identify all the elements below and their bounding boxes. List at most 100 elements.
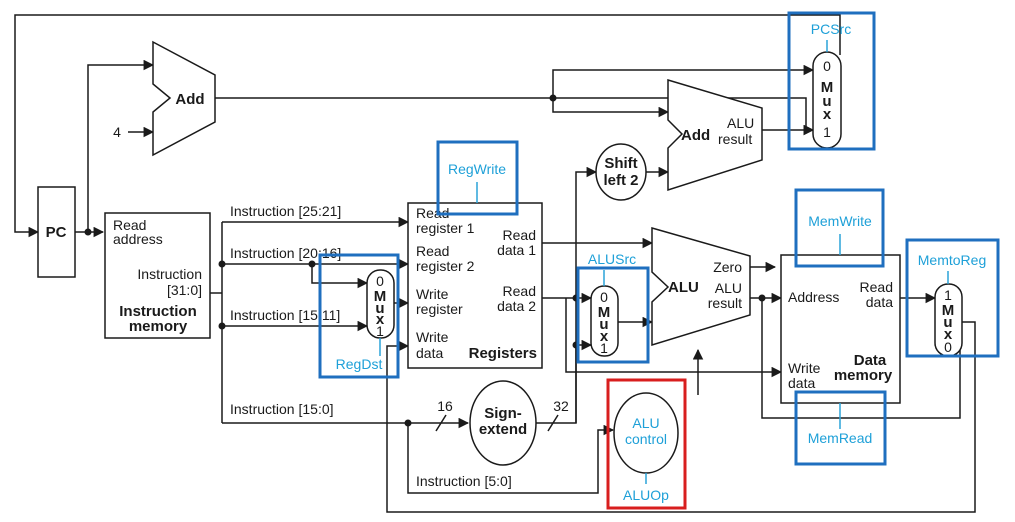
main-alu: ALU Zero ALU result — [651, 227, 751, 347]
reg-read-reg2-1: Read — [416, 243, 449, 259]
pc-register: PC — [37, 186, 76, 278]
reg-read-data2-1: Read — [503, 283, 536, 299]
field-funct: Instruction [5:0] — [416, 473, 512, 489]
mux-letter-x: x — [600, 328, 609, 345]
junction-dot — [218, 322, 226, 330]
alu-result-2: result — [708, 295, 742, 311]
reg-name: Registers — [469, 345, 537, 362]
reg-read-reg1-1: Read — [416, 205, 449, 221]
regwrite-highlight — [436, 140, 519, 216]
imem-name-2: memory — [129, 318, 188, 335]
mux-letter-x: x — [823, 106, 832, 123]
wire-signext-to-alusrc — [536, 339, 593, 424]
memtoreg-mux: 1 M u x 0 — [934, 283, 963, 357]
mux-letter-m: M — [374, 288, 387, 305]
dmem-name-1: Data — [854, 352, 887, 369]
imem-read-1: Read — [113, 217, 146, 233]
branch-adder-label: Add — [681, 127, 710, 144]
pcsrc-mux: 0 M u x 1 — [812, 51, 842, 149]
signext-in-width: 16 — [437, 398, 453, 414]
dmem-write-2: data — [788, 375, 815, 391]
wire-pc4-to-mux — [552, 64, 815, 98]
field-imm: Instruction [15:0] — [230, 401, 334, 417]
dmem-write-1: Write — [788, 360, 821, 376]
memtoreg-highlight — [905, 238, 1000, 358]
reg-write-reg-2: register — [416, 301, 463, 317]
junctions — [84, 94, 766, 427]
imem-instr-2: [31:0] — [167, 282, 202, 298]
control-signals: PCSrc RegWrite RegDst ALUSrc MemWrite Me… — [318, 11, 1000, 510]
junction-dot — [218, 260, 226, 268]
wire-alu-result-bypass — [761, 298, 961, 419]
mux-input-1: 1 — [376, 323, 384, 339]
wire-write-data-mem — [565, 298, 783, 378]
shift-line-2: left 2 — [603, 172, 638, 189]
constant-4: 4 — [113, 124, 121, 140]
mux-input-1: 1 — [823, 124, 831, 140]
alu-control-line-1: ALU — [632, 415, 659, 431]
dmem-address: Address — [788, 289, 839, 305]
instruction-fields: Instruction [25:21] Instruction [20:16] … — [230, 203, 512, 489]
pc-adder: Add 4 — [113, 40, 216, 157]
memtoreg-label: MemtoReg — [918, 252, 986, 268]
mux-input-1: 1 — [600, 340, 608, 356]
reg-read-data1-1: Read — [503, 227, 536, 243]
junction-dot — [758, 294, 766, 302]
wire-pc-in — [14, 14, 841, 238]
regwrite-label: RegWrite — [448, 161, 506, 177]
imem-instr-1: Instruction — [137, 266, 202, 282]
wire-writeback — [386, 321, 976, 513]
reg-read-reg1-2: register 1 — [416, 220, 475, 236]
instruction-memory: Read address Instruction [31:0] Instruct… — [104, 212, 211, 339]
reg-write-data-1: Write — [416, 329, 449, 345]
reg-read-data1-2: data 1 — [497, 242, 536, 258]
mux-letter-m: M — [598, 304, 611, 321]
register-file: Read register 1 Read register 2 Write re… — [407, 202, 543, 369]
sign-extend: Sign- extend 16 32 — [437, 380, 569, 466]
mux-input-0: 0 — [376, 273, 384, 289]
field-rs: Instruction [25:21] — [230, 203, 341, 219]
mux-letter-m: M — [942, 302, 955, 319]
pcsrc-highlight — [787, 11, 876, 151]
shift-line-1: Shift — [604, 155, 637, 172]
regdst-highlight — [318, 253, 400, 379]
aluop-label: ALUOp — [623, 487, 669, 503]
alu-result-1: ALU — [715, 280, 742, 296]
memwrite-label: MemWrite — [808, 213, 872, 229]
alu-zero: Zero — [713, 259, 742, 275]
mux-letter-u: u — [375, 300, 384, 317]
pc-adder-label: Add — [175, 91, 204, 108]
mux-letter-x: x — [376, 311, 385, 328]
alu-control: ALU control — [613, 392, 679, 474]
mux-input-0: 0 — [600, 289, 608, 305]
junction-dot — [308, 260, 316, 268]
memwrite-highlight — [794, 188, 885, 268]
data-memory: Address Read data Write data Data memory — [780, 254, 901, 404]
junction-dot — [549, 94, 557, 102]
mux-input-1: 1 — [944, 287, 952, 303]
memread-highlight — [794, 390, 887, 466]
mux-letter-m: M — [821, 79, 834, 96]
reg-write-reg-1: Write — [416, 286, 449, 302]
dmem-name-2: memory — [834, 367, 893, 384]
branch-adder-result-1: ALU — [727, 115, 754, 131]
reg-write-data-2: data — [416, 345, 443, 361]
field-rt: Instruction [20:16] — [230, 245, 341, 261]
alusrc-highlight — [576, 266, 650, 364]
mux-input-0: 0 — [944, 339, 952, 355]
wire-rt-to-mux — [311, 264, 369, 289]
imem-read-2: address — [113, 231, 163, 247]
wire-signext-to-shift — [575, 166, 598, 423]
bus-slash-16 — [435, 414, 447, 432]
signext-line-2: extend — [479, 421, 527, 438]
reg-read-data2-2: data 2 — [497, 298, 536, 314]
branch-adder-result-2: result — [718, 131, 752, 147]
shift-left-2: Shift left 2 — [595, 143, 647, 201]
mux-letter-u: u — [599, 316, 608, 333]
wire-pc-to-adder — [87, 59, 155, 232]
branch-adder: Add ALU result — [667, 78, 763, 192]
alusrc-mux: 0 M u x 1 — [590, 285, 619, 357]
regdst-mux: 0 M u x 1 — [366, 269, 395, 339]
mux-input-0: 0 — [823, 58, 831, 74]
